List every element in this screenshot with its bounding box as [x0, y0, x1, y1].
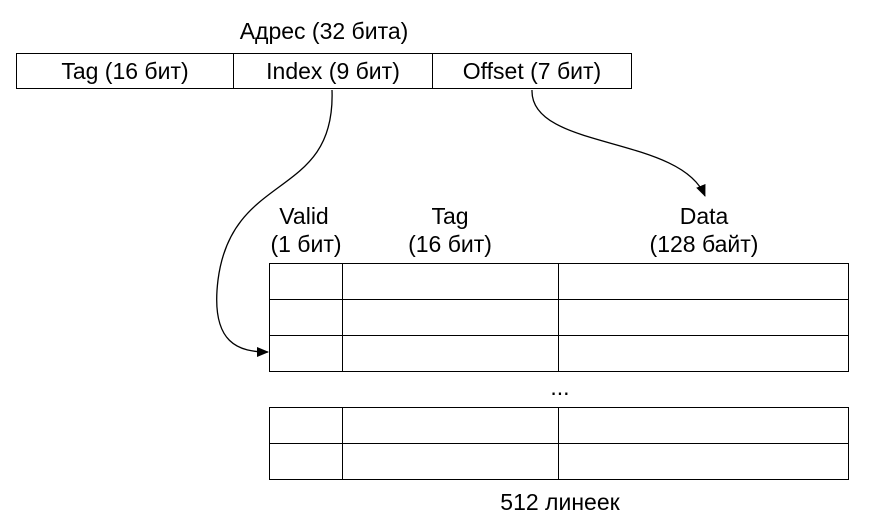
cache-row-data-cell — [558, 263, 849, 300]
cache-row-data-cell — [558, 407, 849, 444]
address-field-index-label: Index (9 бит) — [266, 57, 400, 84]
cache-footer-line-count: 512 линеек — [500, 489, 620, 515]
address-title: Адрес (32 бита) — [239, 18, 409, 44]
cache-row-tag-cell — [342, 443, 559, 480]
address-field-offset: Offset (7 бит) — [432, 53, 632, 89]
cache-row-data-cell — [558, 443, 849, 480]
cache-row-tag-cell — [342, 299, 559, 336]
address-field-tag-label: Tag (16 бит) — [61, 57, 189, 84]
column-header-valid-name: Valid — [279, 203, 329, 229]
offset-arrow — [531, 89, 706, 197]
cache-row-data-cell — [558, 335, 849, 372]
column-header-data-name: Data — [679, 203, 729, 229]
cache-row-tag-cell — [342, 263, 559, 300]
cache-row-tag-cell — [342, 335, 559, 372]
cache-row-valid-cell — [269, 407, 343, 444]
column-header-valid-size: (1 бит) — [270, 231, 342, 257]
address-field-index: Index (9 бит) — [233, 53, 433, 89]
cache-ellipsis: ... — [550, 374, 570, 400]
address-field-offset-label: Offset (7 бит) — [462, 57, 602, 84]
column-header-data-size: (128 байт) — [649, 231, 759, 257]
column-header-tag-name: Tag — [431, 203, 469, 229]
column-header-tag-size: (16 бит) — [408, 231, 492, 257]
index-arrow — [216, 89, 333, 357]
address-field-tag: Tag (16 бит) — [16, 53, 234, 89]
cache-row-valid-cell — [269, 443, 343, 480]
cache-row-valid-cell — [269, 335, 343, 372]
